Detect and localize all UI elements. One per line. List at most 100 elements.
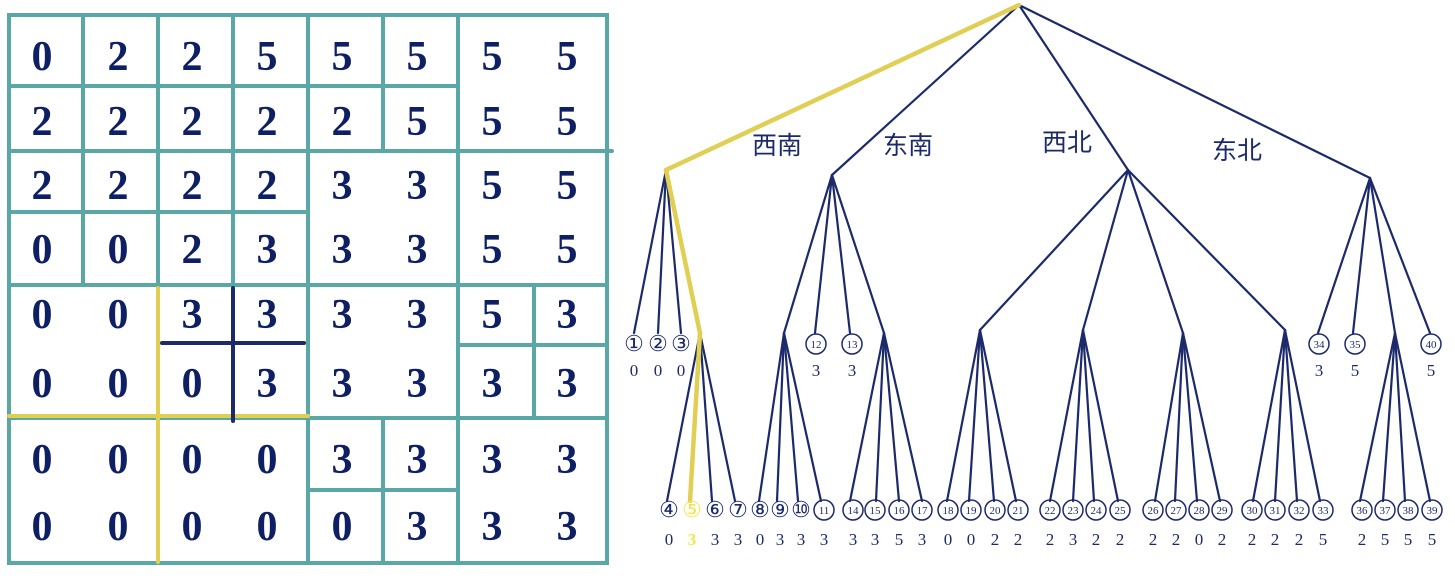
tree-edge (782, 331, 800, 503)
tree-edge (1126, 168, 1185, 335)
leaf-number: 23 (1068, 505, 1080, 517)
grid-partition-lines (7, 13, 614, 565)
leaf-circle (1308, 333, 1330, 355)
tree-edge (775, 331, 786, 503)
leaf-node: 19 (960, 499, 982, 521)
grid-cell-value: 0 (108, 437, 129, 483)
leaf-circle (864, 499, 886, 521)
tree-leaf-nodes: ①0②0③0123133343355405④0⑤3⑥3⑦3⑧0⑨3⑩311314… (624, 331, 1443, 549)
grid-block (306, 149, 460, 287)
leaf-node: 24 (1085, 499, 1107, 521)
grid-cell-value: 0 (108, 292, 129, 338)
leaf-number: ⑦ (728, 497, 748, 522)
leaf-node: 38 (1397, 499, 1419, 521)
leaf-value: 0 (967, 530, 976, 549)
tree-edge (1173, 331, 1185, 503)
leaf-value: 3 (711, 530, 720, 549)
highlight-path-segment (663, 167, 703, 336)
leaf-value: 2 (1092, 530, 1101, 549)
leaf-number: 20 (990, 505, 1002, 517)
leaf-value: 2 (1295, 530, 1304, 549)
highlight-path-segment (663, 2, 1022, 173)
grid-cell-value: 5 (257, 34, 278, 80)
leaf-node: 11 (813, 499, 835, 521)
leaf-number: 21 (1013, 505, 1024, 517)
leaf-number: ① (624, 331, 644, 356)
grid-cell-value: 3 (557, 361, 578, 407)
leaf-value: 2 (1271, 530, 1280, 549)
leaf-number: 22 (1045, 505, 1056, 517)
grid-cell-value: 3 (557, 437, 578, 483)
grid-cell-value: 3 (407, 437, 428, 483)
tree-edge (848, 331, 886, 503)
leaf-number: 29 (1217, 505, 1229, 517)
grid-cell-value: 3 (482, 504, 503, 550)
tree-edge (978, 168, 1130, 332)
grid-cell-value: 5 (407, 34, 428, 80)
leaf-number: 33 (1318, 505, 1330, 517)
leaf-node: 31 (1264, 499, 1286, 521)
leaf-circle (888, 499, 910, 521)
grid-cell-value: 0 (332, 504, 353, 550)
tree-edge (782, 331, 823, 503)
tree-edge (782, 173, 834, 335)
grid-cell-value: 2 (182, 99, 203, 145)
leaf-circle (813, 499, 835, 521)
leaf-node: 18 (937, 499, 959, 521)
leaf-circle (841, 333, 863, 355)
grid-cell-value: 3 (332, 292, 353, 338)
leaf-node: 29 (1211, 499, 1233, 521)
grid-cell-value: 5 (482, 99, 503, 145)
tree-edge (830, 3, 1021, 177)
leaf-circle (1211, 499, 1233, 521)
grid-cell-value: 3 (257, 361, 278, 407)
leaf-value: 0 (677, 361, 686, 380)
tree-edge (882, 331, 901, 503)
leaf-number: 25 (1115, 505, 1127, 517)
leaf-number: 32 (1294, 505, 1305, 517)
leaf-circle (1421, 499, 1443, 521)
grid-cell-value: 5 (557, 34, 578, 80)
leaf-circle (1007, 499, 1029, 521)
leaf-node: 27 (1165, 499, 1187, 521)
tree-edge (978, 328, 996, 503)
leaf-circle (1351, 499, 1373, 521)
leaf-circle (1062, 499, 1084, 521)
leaf-number: 13 (847, 339, 859, 351)
grid-cell-value: 2 (32, 163, 53, 209)
tree-edge (1081, 328, 1096, 503)
leaf-node: 30 (1241, 499, 1263, 521)
leaf-number: 15 (870, 505, 882, 517)
leaf-node: 26 (1142, 499, 1164, 521)
leaf-number: ⑩ (791, 497, 811, 522)
grid-block (156, 416, 310, 565)
leaf-node: ② (648, 331, 668, 356)
grid-block (456, 13, 609, 153)
leaf-node: ④ (659, 497, 679, 522)
leaf-value: 3 (776, 530, 785, 549)
leaf-number: 26 (1148, 505, 1160, 517)
leaf-value: 3 (1315, 361, 1324, 380)
leaf-circle (1344, 333, 1366, 355)
leaf-value: 2 (1358, 530, 1367, 549)
grid-cell-value: 0 (182, 504, 203, 550)
leaf-circle (1264, 499, 1286, 521)
leaf-value: 2 (991, 530, 1000, 549)
tree-edge (665, 331, 702, 503)
grid-cell-value: 5 (407, 99, 428, 145)
grid-block (306, 283, 460, 420)
tree-edge (945, 328, 982, 503)
grid-cell-value: 2 (108, 163, 129, 209)
grid-cell-value: 0 (32, 292, 53, 338)
leaf-number: 16 (894, 505, 906, 517)
grid-highlight-lines (7, 286, 310, 564)
tree-edge (1251, 328, 1287, 503)
leaf-number: 14 (848, 505, 860, 517)
grid-cell-value: 3 (407, 504, 428, 550)
grid-cell-value: 2 (182, 163, 203, 209)
tree-edge (967, 328, 982, 503)
highlight-path-segment (687, 330, 703, 504)
grid-cell-value: 2 (32, 99, 53, 145)
